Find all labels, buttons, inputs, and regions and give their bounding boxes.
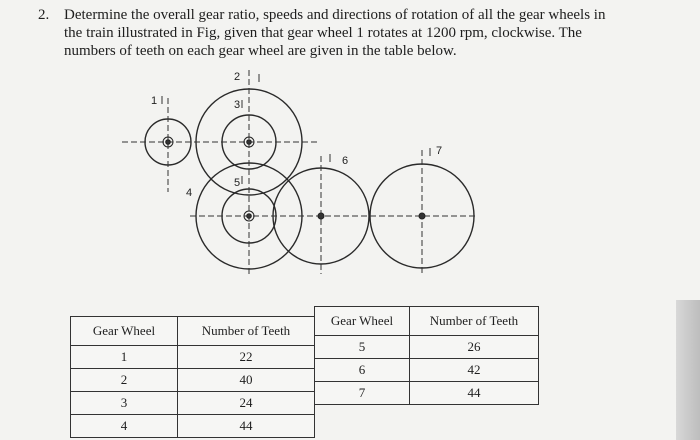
cell-teeth: 24: [177, 391, 315, 415]
teeth-table-left: Gear Wheel Number of Teeth 1 22 2 40 3 2…: [70, 316, 315, 438]
cell-teeth: 44: [409, 381, 539, 405]
label-gear-6: 6: [342, 155, 348, 167]
label-gear-7: 7: [436, 145, 442, 157]
table-row: 3 24: [70, 391, 315, 415]
label-gear-4: 4: [186, 187, 192, 199]
cell-teeth: 40: [177, 368, 315, 392]
label-gear-5: 5: [234, 177, 240, 189]
table-row: 6 42: [314, 358, 539, 382]
question-number: 2.: [38, 7, 50, 23]
table-header-row: Gear Wheel Number of Teeth: [70, 316, 315, 346]
cell-gear: 5: [314, 335, 410, 359]
cell-gear: 4: [70, 414, 178, 438]
label-gear-2: 2: [234, 71, 240, 83]
cell-teeth: 26: [409, 335, 539, 359]
cell-gear: 3: [70, 391, 178, 415]
table-row: 2 40: [70, 368, 315, 392]
page-edge-shadow: [676, 300, 700, 440]
label-gear-1: 1: [151, 95, 157, 107]
header-number-of-teeth: Number of Teeth: [409, 306, 539, 336]
teeth-table-right: Gear Wheel Number of Teeth 5 26 6 42 7 4…: [314, 306, 539, 405]
cell-gear: 1: [70, 345, 178, 369]
table-row: 7 44: [314, 381, 539, 405]
header-number-of-teeth: Number of Teeth: [177, 316, 315, 346]
table-row: 5 26: [314, 335, 539, 359]
table-row: 4 44: [70, 414, 315, 438]
cell-teeth: 42: [409, 358, 539, 382]
cell-gear: 7: [314, 381, 410, 405]
table-header-row: Gear Wheel Number of Teeth: [314, 306, 539, 336]
cell-teeth: 44: [177, 414, 315, 438]
question-text: Determine the overall gear ratio, speeds…: [64, 7, 606, 59]
label-gear-3: 3: [234, 99, 240, 111]
header-gear-wheel: Gear Wheel: [314, 306, 410, 336]
header-gear-wheel: Gear Wheel: [70, 316, 178, 346]
cell-gear: 2: [70, 368, 178, 392]
cell-gear: 6: [314, 358, 410, 382]
gear-train-diagram: 1 2 3 4 5 6 7: [122, 70, 478, 276]
cell-teeth: 22: [177, 345, 315, 369]
table-row: 1 22: [70, 345, 315, 369]
